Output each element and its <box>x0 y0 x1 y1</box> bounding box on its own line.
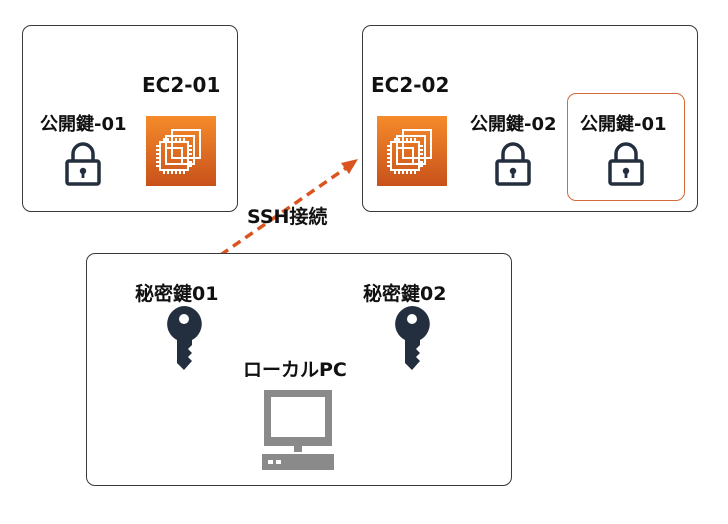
ec2-01-public-key-01-label: 公開鍵-01 <box>40 114 127 135</box>
local-pc-label: ローカルPC <box>243 359 347 381</box>
ec2-instance-icon <box>377 116 447 186</box>
ec2-02-label: EC2-02 <box>371 73 450 97</box>
private-key-02-label: 秘密鍵02 <box>363 283 447 305</box>
ssh-connection-label: SSH接続 <box>247 206 328 228</box>
ec2-02-public-key-01-label: 公開鍵-01 <box>580 114 667 135</box>
ec2-instance-icon <box>146 116 216 186</box>
ec2-02-public-key-02-label: 公開鍵-02 <box>470 114 557 135</box>
private-key-01-label: 秘密鍵01 <box>135 283 219 305</box>
ec2-01-label: EC2-01 <box>142 73 221 97</box>
added-public-key-highlight <box>567 93 685 201</box>
padlock-icon <box>607 141 645 187</box>
padlock-icon <box>494 141 532 187</box>
desktop-computer-icon <box>260 388 336 472</box>
key-icon <box>392 305 432 371</box>
padlock-icon <box>64 141 102 187</box>
key-icon <box>164 305 204 371</box>
